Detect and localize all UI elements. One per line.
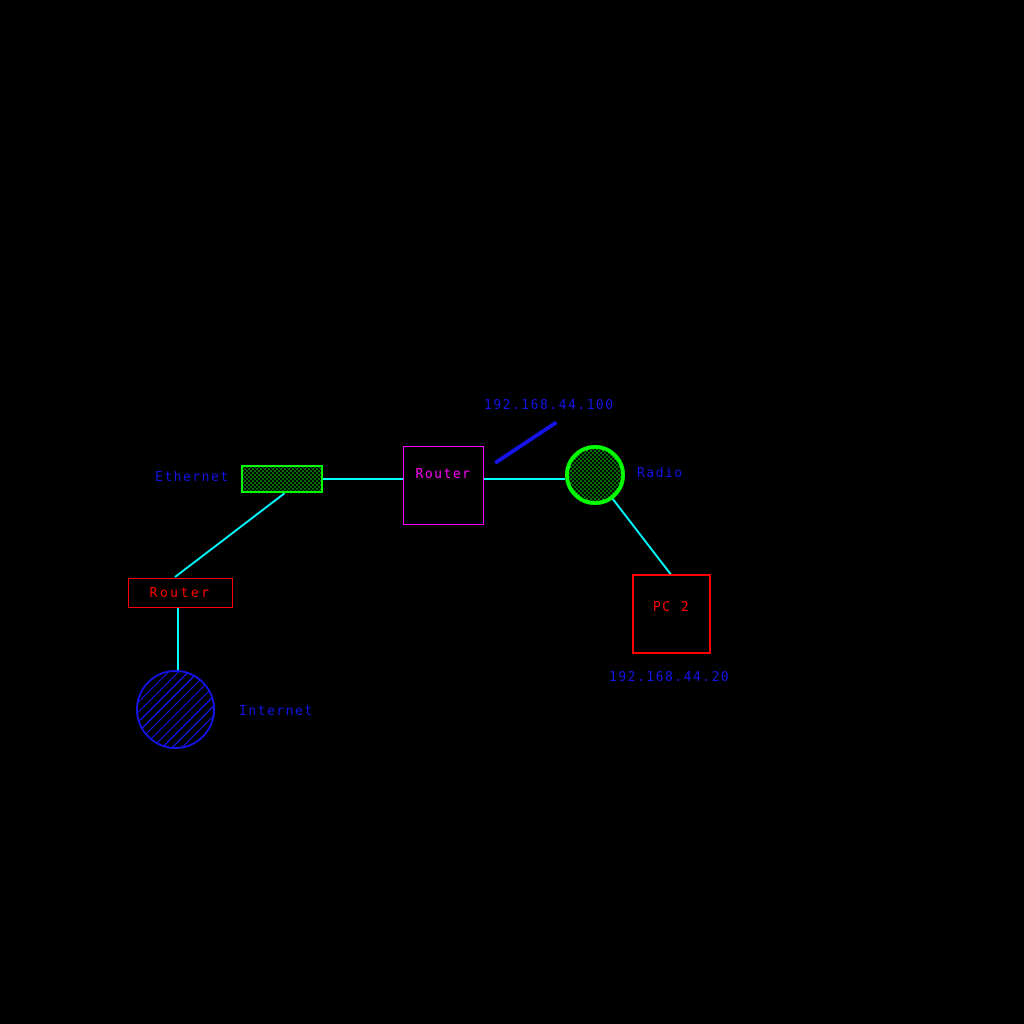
internet-label: Internet [239, 704, 314, 719]
link-gateway-router-to-internet [177, 607, 179, 670]
ip-address-label-pc2: 192.168.44.20 [609, 670, 731, 685]
gateway-router-label: Router [149, 585, 212, 601]
wireless-router-node: Router [403, 446, 484, 525]
link-ethernet-to-gateway-router [174, 492, 286, 578]
ethernet-label: Ethernet [155, 470, 230, 485]
pc2-label: PC 2 [652, 600, 691, 615]
link-wireless-router-to-radio [483, 478, 565, 480]
ethernet-segment-node [241, 465, 323, 493]
radio-cloud-node [565, 445, 625, 505]
ip-address-label-router: 192.168.44.100 [484, 398, 615, 413]
link-ethernet-to-wireless-router [323, 478, 403, 480]
pc2-node: PC 2 [632, 574, 711, 654]
link-radio-to-pc2 [611, 497, 672, 576]
radio-label: Radio [637, 466, 684, 481]
internet-cloud-node [136, 670, 215, 749]
ip-annotation-leader-line [493, 420, 558, 465]
wireless-router-label: Router [415, 467, 472, 482]
gateway-router-node: Router [128, 578, 233, 608]
